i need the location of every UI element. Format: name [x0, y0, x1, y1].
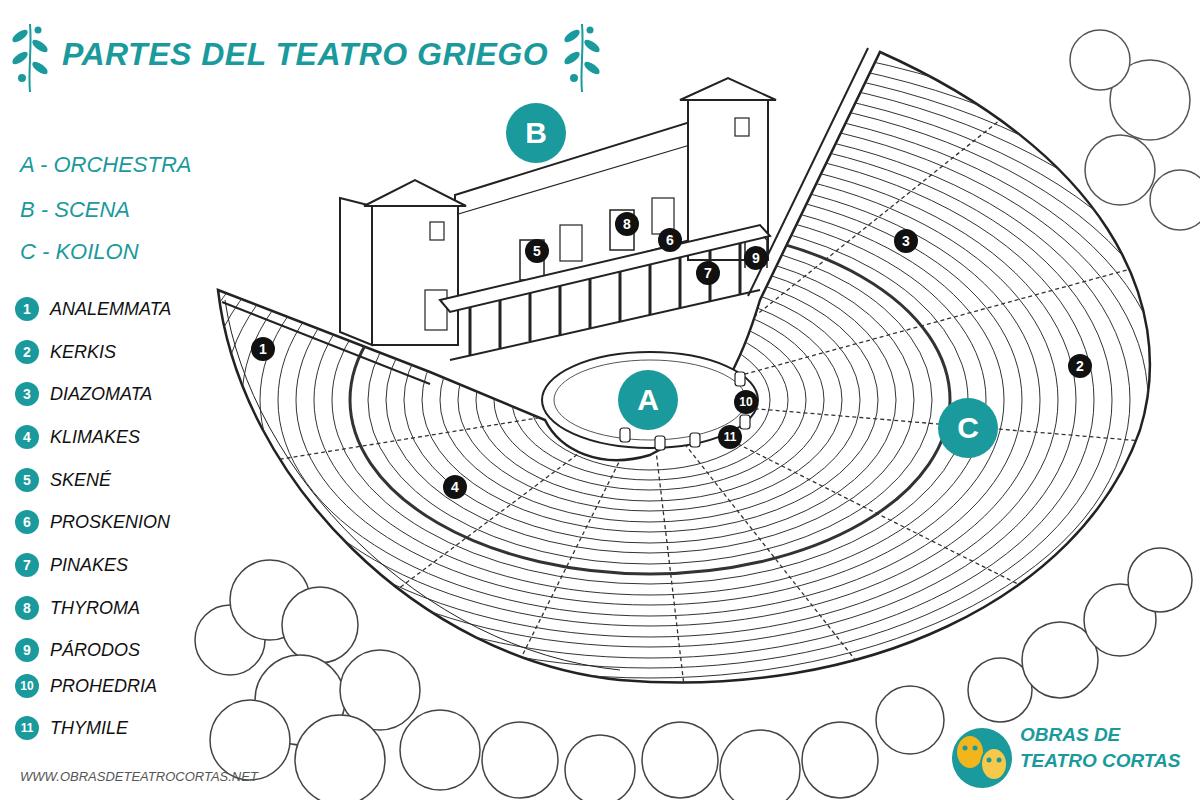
- list-number: 4: [15, 425, 39, 449]
- part-name: PÁRODOS: [50, 640, 140, 660]
- part-key-box: A - ORCHESTRA: [20, 151, 192, 179]
- watermark: WWW.OBRASDETEATROCORTAS.NET: [20, 769, 258, 784]
- callout-number: C: [957, 413, 979, 443]
- part-key: B - SCENA: [20, 197, 130, 222]
- part-name-box: PINAKES: [50, 554, 128, 576]
- list-number: 3: [15, 382, 39, 406]
- callout-badge: 10: [734, 390, 758, 414]
- part-key: A - ORCHESTRA: [20, 152, 192, 177]
- part-name: PROSKENION: [50, 512, 170, 532]
- part-key-box: B - SCENA: [20, 196, 130, 224]
- callout-badge: 1: [251, 337, 275, 361]
- leaf-ornament: [560, 22, 604, 94]
- title-box: PARTES DEL TEATRO GRIEGO: [62, 34, 548, 74]
- callout-number: 1: [259, 342, 267, 356]
- part-key: C - KOILON: [20, 239, 139, 264]
- callout-number: B: [525, 118, 547, 148]
- callout-number: 4: [23, 430, 31, 444]
- callout-number: 9: [23, 643, 31, 657]
- part-name-box: PÁRODOS: [50, 639, 140, 661]
- callout-number: 1: [23, 302, 31, 316]
- part-name: ANALEMMATA: [50, 299, 171, 319]
- callout-number: 6: [666, 233, 674, 247]
- part-name-box: ANALEMMATA: [50, 298, 171, 320]
- callout-number: 8: [23, 601, 31, 615]
- watermark-box: WWW.OBRASDETEATROCORTAS.NET: [20, 767, 258, 785]
- part-name: SKENÉ: [50, 470, 111, 490]
- list-number: 7: [15, 553, 39, 577]
- callout-number: 5: [533, 244, 541, 258]
- list-number: 5: [15, 468, 39, 492]
- logo-box: OBRAS DE TEATRO CORTAS: [1020, 722, 1192, 774]
- part-name: PINAKES: [50, 555, 128, 575]
- part-name-box: KLIMAKES: [50, 426, 140, 448]
- callout-number: 6: [23, 515, 31, 529]
- part-letter-badge: A: [618, 370, 678, 430]
- callout-number: 7: [704, 266, 712, 280]
- part-name: KERKIS: [50, 342, 116, 362]
- callout-number: 4: [451, 480, 459, 494]
- leaf-ornament: [8, 22, 52, 94]
- list-number: 6: [15, 510, 39, 534]
- callout-badge: 6: [658, 228, 682, 252]
- callout-number: 7: [23, 558, 31, 572]
- list-number: 10: [15, 674, 39, 698]
- callout-number: 11: [21, 722, 34, 734]
- part-letter-badge: B: [506, 103, 566, 163]
- callout-number: 5: [23, 473, 31, 487]
- callout-number: 10: [739, 396, 752, 408]
- list-number: 11: [15, 716, 39, 740]
- callout-number: 9: [752, 251, 760, 265]
- part-name: THYMILE: [50, 718, 128, 738]
- callout-number: 11: [724, 431, 737, 443]
- callout-number: 3: [23, 387, 31, 401]
- logo-text: OBRAS DE TEATRO CORTAS: [1020, 722, 1192, 774]
- part-name-box: DIAZOMATA: [50, 383, 152, 405]
- callout-number: 2: [23, 345, 31, 359]
- list-number: 9: [15, 638, 39, 662]
- part-name-box: PROHEDRIA: [50, 675, 157, 697]
- list-number: 2: [15, 340, 39, 364]
- part-name: DIAZOMATA: [50, 384, 152, 404]
- part-name: PROHEDRIA: [50, 676, 157, 696]
- part-name-box: PROSKENION: [50, 511, 170, 533]
- callout-number: 3: [902, 234, 910, 248]
- part-name-box: KERKIS: [50, 341, 116, 363]
- callout-badge: 2: [1068, 354, 1092, 378]
- callout-badge: 8: [615, 212, 639, 236]
- part-name: THYROMA: [50, 598, 140, 618]
- list-number: 8: [15, 596, 39, 620]
- callout-number: 2: [1076, 359, 1084, 373]
- callout-badge: 3: [894, 229, 918, 253]
- callout-badge: 4: [443, 475, 467, 499]
- callout-badge: 5: [525, 239, 549, 263]
- part-name: KLIMAKES: [50, 427, 140, 447]
- part-key-box: C - KOILON: [20, 238, 139, 266]
- callout-badge: 7: [696, 261, 720, 285]
- callout-number: 10: [20, 680, 33, 692]
- list-number: 1: [15, 297, 39, 321]
- part-letter-badge: C: [938, 398, 998, 458]
- part-name-box: THYROMA: [50, 597, 140, 619]
- callout-badge: 11: [718, 425, 742, 449]
- title-text: PARTES DEL TEATRO GRIEGO: [62, 36, 548, 72]
- callout-badge: 9: [744, 246, 768, 270]
- part-name-box: THYMILE: [50, 717, 128, 739]
- part-name-box: SKENÉ: [50, 469, 111, 491]
- callout-number: A: [637, 385, 659, 415]
- callout-number: 8: [623, 217, 631, 231]
